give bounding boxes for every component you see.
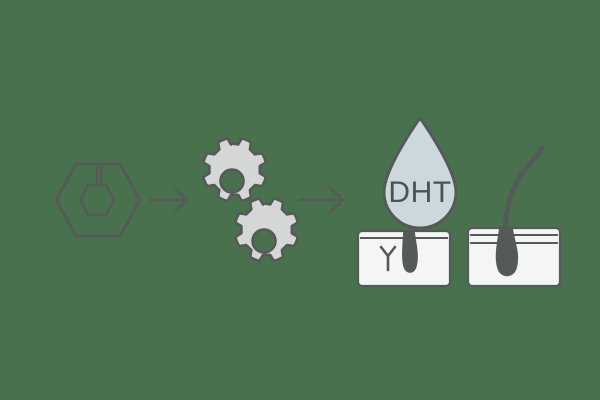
molecule-outer-hexagon bbox=[54, 162, 142, 238]
dht-droplet-icon: DHT bbox=[382, 116, 458, 230]
gear-upper bbox=[202, 137, 268, 203]
skin-panel-follicle bbox=[466, 145, 562, 288]
follicle-healthy-bulb bbox=[495, 227, 519, 277]
follicle-miniaturized bbox=[402, 230, 418, 273]
skin-panel-receptor bbox=[356, 229, 452, 288]
receptor-right-arm bbox=[386, 245, 397, 258]
arrow-1-head bbox=[174, 188, 189, 212]
droplet-body bbox=[382, 116, 458, 230]
arrow-right-icon bbox=[298, 186, 345, 214]
testosterone-molecule-icon bbox=[54, 162, 142, 238]
gear-lower bbox=[234, 197, 300, 263]
androgen-receptor-icon bbox=[379, 245, 397, 272]
arrow-2-head bbox=[328, 186, 345, 214]
receptor-left-arm bbox=[379, 245, 390, 258]
gear-lower-hole bbox=[251, 228, 277, 254]
gears-icon bbox=[202, 137, 300, 263]
molecule-inner-ring bbox=[78, 183, 116, 217]
arrow-right-icon bbox=[148, 188, 189, 212]
gear-upper-hole bbox=[219, 168, 245, 194]
hair-shaft bbox=[502, 145, 545, 235]
droplet-label: DHT bbox=[388, 176, 451, 209]
